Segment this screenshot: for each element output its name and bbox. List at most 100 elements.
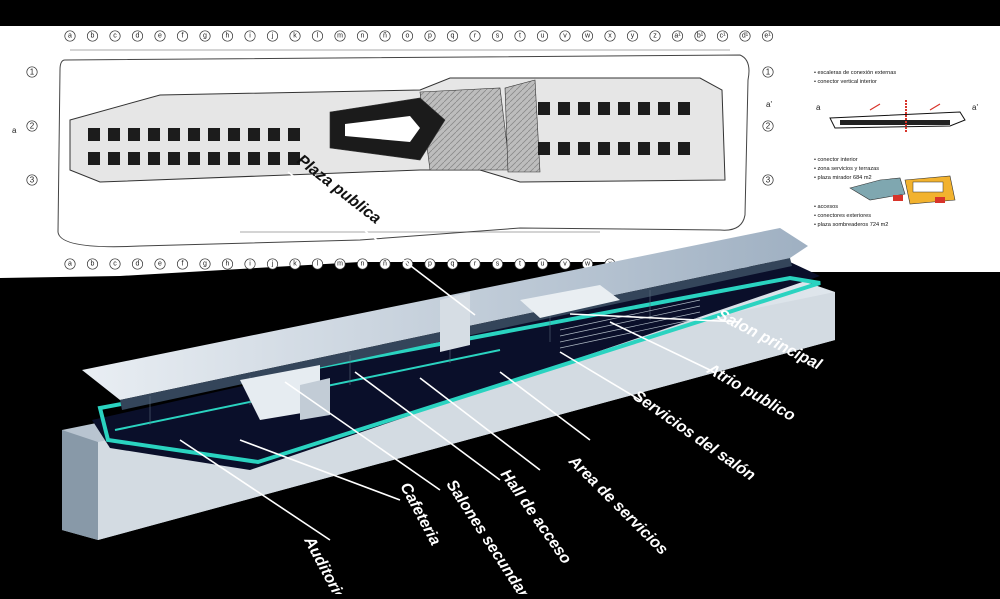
grid-bubble — [289, 258, 301, 270]
grid-bubble — [131, 258, 144, 270]
bottom-letter: s — [496, 261, 500, 268]
grid-bubble — [401, 30, 414, 42]
grid-bubble — [694, 30, 706, 42]
top-letter: q — [451, 33, 455, 40]
grid-bubble — [491, 258, 504, 270]
room-block — [268, 128, 280, 141]
row-bubble — [762, 66, 774, 78]
room-block — [638, 102, 650, 115]
axonometric-model — [62, 228, 835, 540]
top-letter: s — [496, 33, 500, 40]
bottom-letter: e — [158, 261, 162, 268]
room-block — [598, 102, 610, 115]
grid-bubble — [131, 30, 144, 42]
room-block — [128, 152, 140, 165]
legend-item: • conectores exteriores — [814, 213, 871, 219]
room-block — [168, 128, 180, 141]
room-block — [558, 102, 570, 115]
row-number: 3 — [766, 176, 771, 185]
grid-bubble — [86, 30, 99, 42]
top-letter: e — [158, 33, 162, 40]
legend-section-mark-right: a' — [972, 103, 978, 112]
row-number: 1 — [30, 68, 35, 77]
bottom-letter: d — [136, 261, 140, 268]
top-letter: o — [406, 33, 410, 40]
room-block — [108, 152, 120, 165]
grid-bubble — [199, 258, 211, 270]
row-axis-left: 123 — [26, 66, 38, 186]
interior-dark — [92, 262, 820, 470]
grid-bubble — [514, 30, 526, 42]
room-block — [248, 128, 260, 141]
glass-facade — [97, 275, 821, 465]
grid-bubble — [536, 258, 549, 270]
grid-bubble — [154, 258, 166, 270]
row-axis-right: 123 — [762, 66, 774, 186]
legend-item: • conector interior — [814, 157, 858, 163]
top-letter: x — [608, 33, 612, 40]
room-block — [618, 142, 630, 155]
bottom-letter: f — [182, 261, 184, 268]
top-letter: k — [293, 33, 297, 40]
top-letter: p — [428, 33, 432, 40]
top-letter: b¹ — [697, 33, 704, 40]
grid-bubble — [649, 30, 661, 42]
room-block — [208, 152, 220, 165]
legend-item: • conector vertical interior — [814, 79, 877, 85]
top-letter: a¹ — [674, 33, 681, 40]
grid-bubble — [379, 30, 391, 42]
grid-bubble — [154, 30, 166, 42]
room-block — [188, 128, 200, 141]
room-block — [638, 142, 650, 155]
bottom-letter: m — [337, 261, 343, 268]
legend-item: • accesos — [814, 204, 838, 210]
top-letter: e¹ — [764, 33, 771, 40]
plan-rooms — [88, 102, 690, 165]
top-letter: f — [182, 33, 184, 40]
room-block — [598, 142, 610, 155]
grid-bubble — [334, 258, 346, 270]
row-number: 2 — [30, 122, 35, 131]
grid-bubble — [311, 30, 324, 42]
room-block — [88, 152, 100, 165]
grid-bubble — [334, 30, 346, 42]
grid-bubble — [559, 30, 571, 42]
bottom-letter: a — [68, 261, 72, 268]
room-block — [678, 102, 690, 115]
bottom-letter: p — [428, 261, 432, 268]
legend-section-mark-left: a — [816, 103, 821, 112]
bottom-letter: t — [519, 261, 521, 268]
row-number: 2 — [766, 122, 771, 131]
top-letter: r — [474, 33, 477, 40]
legend-item: • escaleras de conexión externas — [814, 70, 896, 76]
room-block — [288, 152, 300, 165]
grid-bubble — [356, 30, 369, 42]
plan-sketch — [849, 175, 956, 205]
top-letter: l — [317, 33, 319, 40]
bottom-letter: k — [293, 261, 297, 268]
grid-bubble — [446, 30, 459, 42]
grid-bubble — [469, 30, 481, 42]
room-block — [288, 128, 300, 141]
room-block — [618, 102, 630, 115]
room-block — [108, 128, 120, 141]
grid-bubble — [604, 30, 616, 42]
bottom-letter: c — [113, 261, 117, 268]
room-block — [228, 128, 240, 141]
room-block — [128, 128, 140, 141]
section-mark-right: a' — [766, 100, 772, 109]
floor-plan — [69, 77, 726, 183]
room-block — [578, 102, 590, 115]
legend-section-list: • escaleras de conexión externas • conect… — [814, 70, 896, 85]
legend-item: • plaza mirador 684 m2 — [814, 175, 872, 181]
grid-bubble — [559, 258, 571, 270]
grid-bubble — [266, 30, 279, 42]
site-outline — [57, 54, 750, 248]
room-block — [188, 152, 200, 165]
room-block — [168, 152, 180, 165]
top-letter: n — [361, 33, 365, 40]
bottom-letter: v — [563, 261, 567, 268]
grid-bubble — [244, 30, 256, 42]
grid-bubble — [109, 258, 121, 270]
